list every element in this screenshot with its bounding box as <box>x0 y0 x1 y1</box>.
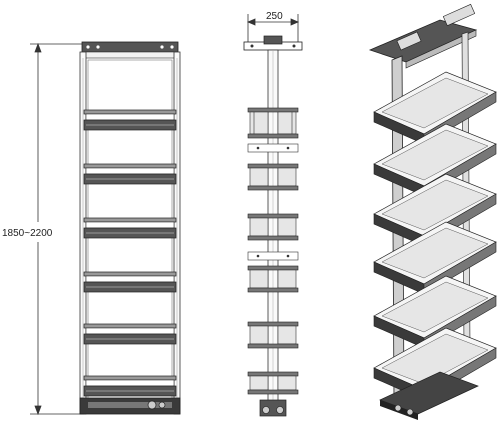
width-dimension <box>246 14 300 46</box>
side-shelf-4 <box>247 265 299 293</box>
persp-basket-5 <box>373 275 497 349</box>
height-arrow-bottom <box>34 405 42 416</box>
height-arrow-top <box>34 42 42 53</box>
side-clip-2 <box>247 251 299 261</box>
side-shelf-3 <box>247 213 299 241</box>
front-shelf-6 <box>83 375 177 397</box>
side-view <box>243 35 303 417</box>
front-shelf-2 <box>83 163 177 185</box>
front-view <box>79 41 181 415</box>
front-shelf-3 <box>83 217 177 239</box>
side-shelf-2 <box>247 163 299 191</box>
front-shelf-5 <box>83 323 177 345</box>
side-shelf-5 <box>247 321 299 349</box>
front-shelf-4 <box>83 271 177 293</box>
perspective-view <box>368 3 497 420</box>
persp-basket-3 <box>373 173 497 247</box>
height-label: 1850~2200 <box>2 228 53 239</box>
height-dimension <box>30 42 84 416</box>
side-shelf-1 <box>247 107 299 139</box>
front-shelf-1 <box>83 109 177 131</box>
width-label: 250 <box>266 11 283 22</box>
side-clip-1 <box>247 143 299 153</box>
side-shelf-6 <box>247 371 299 395</box>
